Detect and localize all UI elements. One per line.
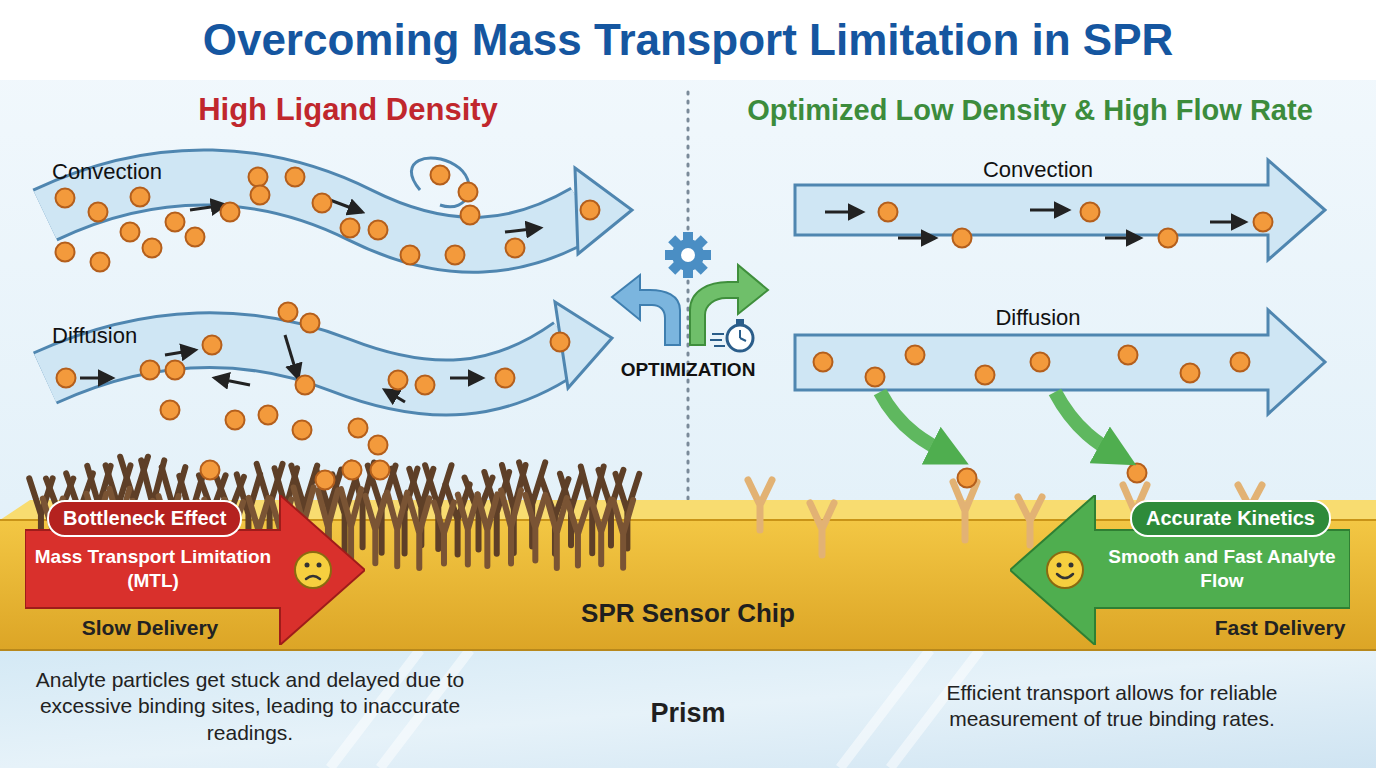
- node-text: Smooth and Fast Analyte Flow: [1102, 533, 1342, 605]
- title-band: [0, 0, 1376, 80]
- stream-label: Diffusion: [52, 323, 137, 349]
- node-text: Mass Transport Limitation (MTL): [33, 533, 273, 605]
- optimization-icon: [612, 232, 768, 351]
- stream-label: Diffusion: [995, 305, 1080, 331]
- stream-label: Convection: [52, 159, 162, 185]
- chip-label: Fast Delivery: [1215, 616, 1346, 640]
- analyte-particles: [56, 166, 1273, 490]
- chip-label: Slow Delivery: [82, 616, 219, 640]
- left-convection-stream: [45, 158, 632, 254]
- binding-arrows: [880, 392, 1118, 455]
- kinetics-pill: Accurate Kinetics: [1130, 500, 1331, 537]
- prism-band: [0, 650, 1376, 768]
- badge-text: Bottleneck Effect: [47, 500, 242, 537]
- section-heading: High Ligand Density: [198, 92, 498, 128]
- bottleneck-pill: Bottleneck Effect: [47, 500, 242, 537]
- icon-label: OPTIMIZATION: [621, 359, 756, 381]
- caption-text: Analyte particles get stuck and delayed …: [25, 667, 475, 746]
- section-heading: Optimized Low Density & High Flow Rate: [747, 94, 1313, 127]
- flow-arrows: [80, 200, 1245, 402]
- stream-label: Convection: [983, 157, 1093, 183]
- title: Overcoming Mass Transport Limitation in …: [203, 15, 1174, 65]
- caption-text: Efficient transport allows for reliable …: [882, 680, 1342, 733]
- left-diffusion-stream: [45, 302, 612, 388]
- badge-text: Accurate Kinetics: [1130, 500, 1331, 537]
